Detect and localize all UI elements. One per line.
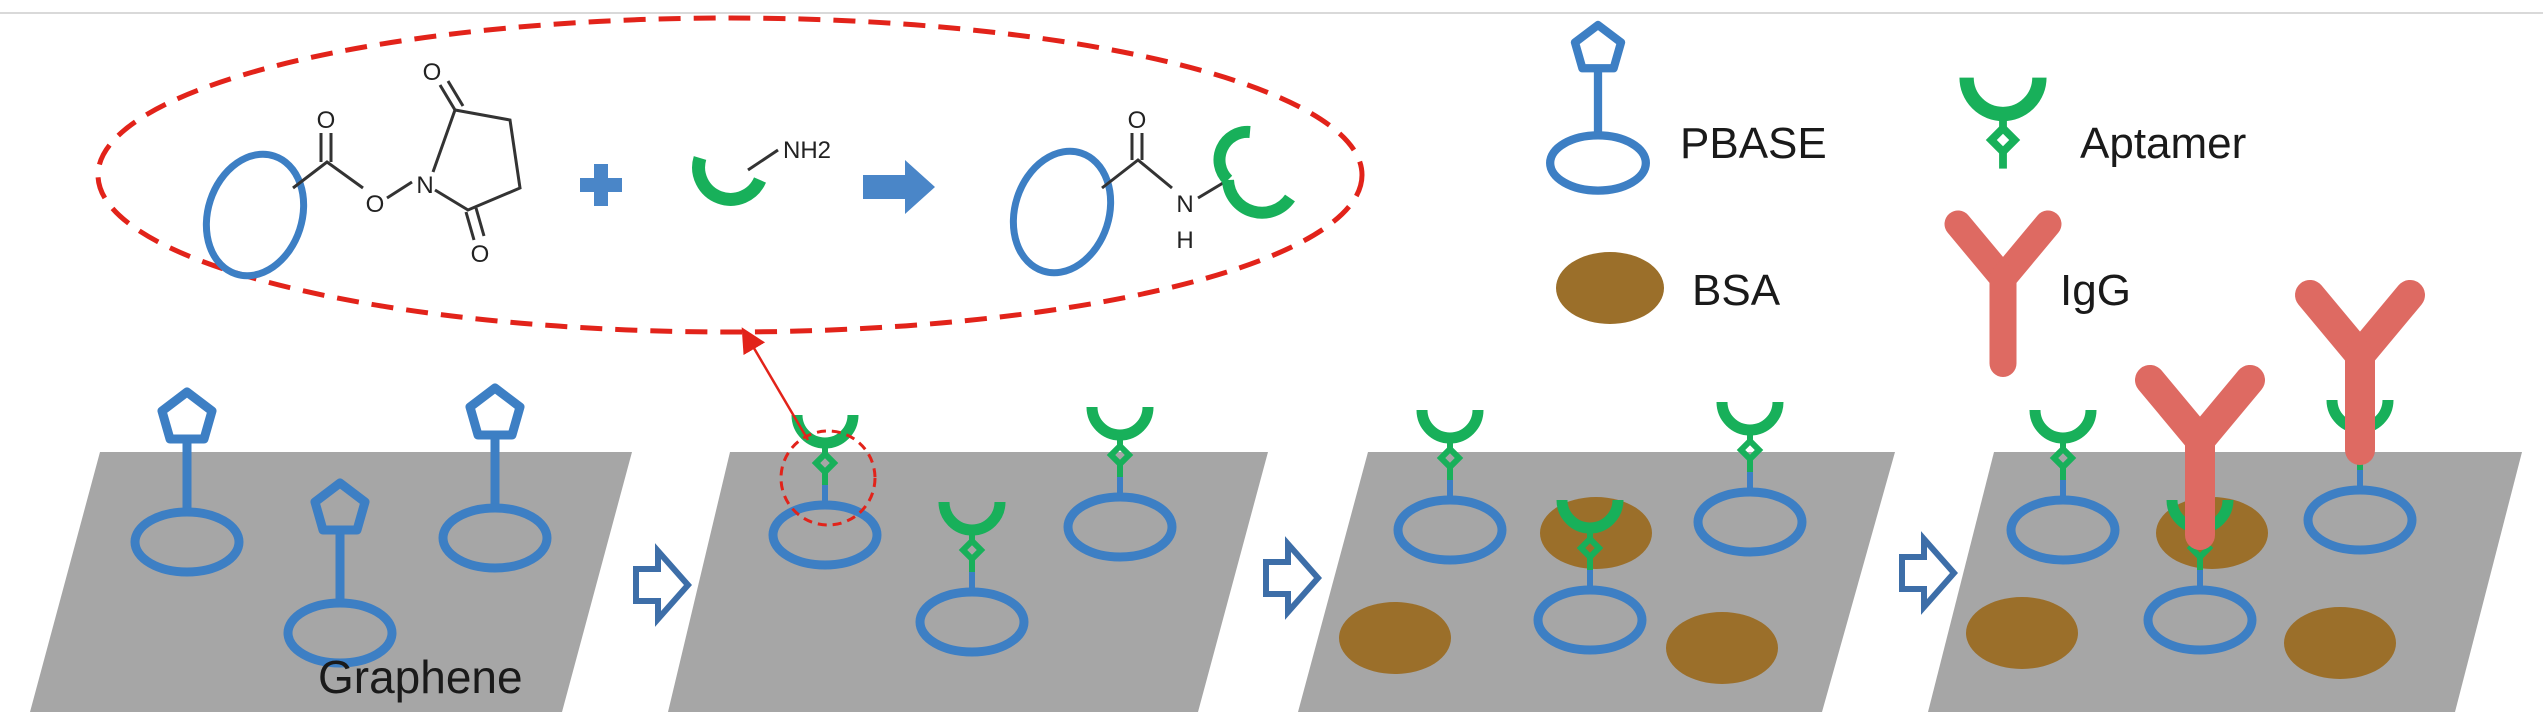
step-arrow-3-icon — [1902, 539, 1954, 607]
bsa-molecule — [1339, 602, 1451, 674]
panel-1-pbase-graphene: Graphene — [30, 388, 632, 712]
legend-igg: IgG — [1958, 224, 2131, 364]
ester-linking-o: O — [366, 191, 385, 218]
zoom-pointer-arrow — [741, 327, 810, 441]
bsa-molecule — [1666, 612, 1778, 684]
aptamer-icon — [1967, 78, 2040, 169]
panel-3-bsa-blocking — [1298, 402, 1895, 712]
nh2-label: NH2 — [783, 137, 831, 164]
succinimide-n: N — [416, 172, 433, 199]
igg-icon — [1958, 224, 2048, 364]
legend-pbase-label: PBASE — [1680, 119, 1827, 168]
panel-2-aptamer — [668, 327, 1268, 712]
igg-antibody — [2310, 295, 2410, 450]
product-pyrene-ring-icon — [1009, 147, 1115, 277]
legend-aptamer-label: Aptamer — [2080, 119, 2246, 168]
zoom-highlight-circle — [779, 429, 877, 527]
bsa-icon — [1556, 252, 1664, 324]
graphene-sheet-1 — [30, 452, 632, 712]
amide-n: N — [1176, 191, 1193, 218]
reaction-dashed-ellipse — [95, 15, 1365, 335]
step-arrow-1-icon — [636, 551, 688, 619]
graphene-sheet-2 — [668, 452, 1268, 712]
aptamer-arc-icon — [692, 156, 766, 206]
legend-igg-label: IgG — [2060, 266, 2131, 315]
pyrene-ring-icon — [202, 150, 308, 280]
legend: PBASE Aptamer BSA IgG — [1550, 25, 2246, 364]
legend-aptamer: Aptamer — [1967, 78, 2246, 169]
amide-h: H — [1176, 227, 1193, 254]
nhs-ester-molecule: O O N O O — [202, 59, 522, 280]
amide-carbonyl-o: O — [1128, 107, 1147, 134]
step-arrow-2-icon — [1266, 544, 1318, 612]
amine-aptamer: NH2 — [692, 137, 831, 206]
legend-bsa-label: BSA — [1692, 266, 1781, 315]
ester-carbonyl-o: O — [317, 107, 336, 134]
bsa-molecule — [1966, 597, 2078, 669]
panel-4-igg-binding — [1928, 295, 2522, 712]
pbase-icon — [1550, 25, 1646, 191]
bsa-molecule — [2284, 607, 2396, 679]
amide-product: O N H — [1009, 107, 1295, 277]
plus-icon — [580, 164, 622, 206]
reaction-scheme: O O N O O NH2 — [95, 15, 1365, 335]
succinimide-o-top: O — [423, 59, 442, 86]
legend-pbase: PBASE — [1550, 25, 1827, 191]
graphene-label: Graphene — [318, 651, 523, 703]
succinimide-o-bottom: O — [471, 241, 490, 268]
reaction-arrow-icon — [863, 160, 935, 214]
legend-bsa: BSA — [1556, 252, 1781, 324]
graphene-sheet-4 — [1928, 452, 2522, 712]
